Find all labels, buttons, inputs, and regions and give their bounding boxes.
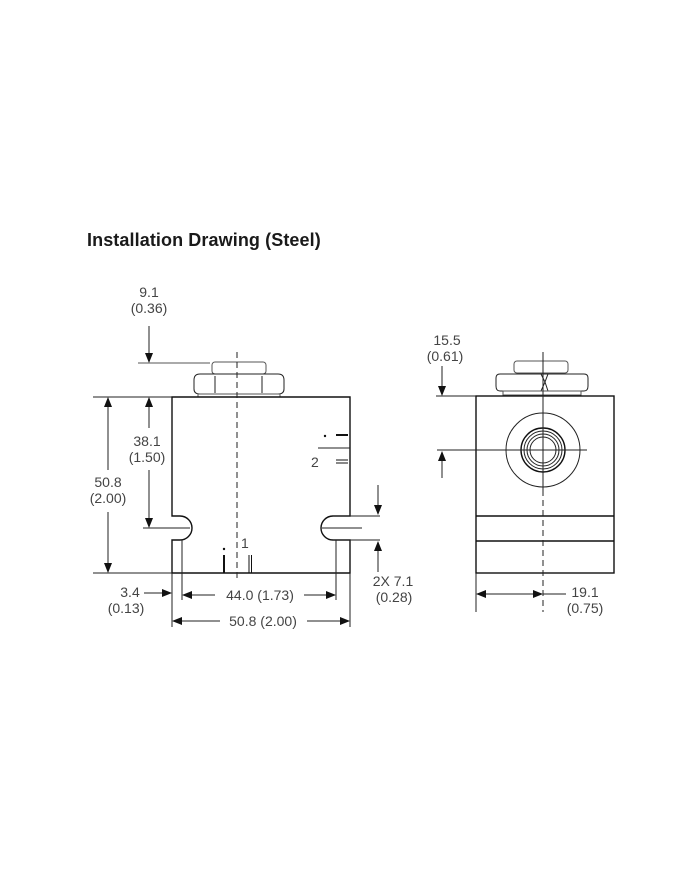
valve-body-front xyxy=(171,396,351,574)
dim-total-height-in: (2.00) xyxy=(90,490,127,506)
dim-hole-spacing: 44.0 (1.73) xyxy=(226,587,294,603)
dim-half-width-mm: 19.1 xyxy=(571,584,598,600)
dim-half-width-in: (0.75) xyxy=(567,600,604,616)
dim-side-nut-height-in: (0.61) xyxy=(427,348,464,364)
dim-hole-height-mm: 38.1 xyxy=(133,433,160,449)
hex-nut-front xyxy=(193,361,285,398)
dim-total-height-mm: 50.8 xyxy=(94,474,121,490)
dim-hole-height-in: (1.50) xyxy=(129,449,166,465)
port-1-label: 1 xyxy=(241,535,249,551)
dim-nut-height-mm: 9.1 xyxy=(139,284,159,300)
valve-body-side xyxy=(475,395,615,574)
dim-total-width: 50.8 (2.00) xyxy=(229,613,297,629)
dim-side-nut-height-mm: 15.5 xyxy=(433,332,460,348)
port-2-label: 2 xyxy=(311,454,319,470)
dim-slot-width-in: (0.28) xyxy=(376,589,413,605)
dim-nut-height-in: (0.36) xyxy=(131,300,168,316)
dim-left-offset-mm: 3.4 xyxy=(120,584,140,600)
drawing-title: Installation Drawing (Steel) xyxy=(87,230,321,250)
hex-nut-side xyxy=(495,360,589,396)
dim-slot-width-mm: 2X 7.1 xyxy=(373,573,414,589)
side-view: 15.5 (0.61) 19.1 (0.75) xyxy=(427,332,615,616)
dim-left-offset-in: (0.13) xyxy=(108,600,145,616)
front-view: 1 2 9.1 (0.36) 50.8 (2.00) 38.1 (1.50) 3… xyxy=(90,284,414,629)
